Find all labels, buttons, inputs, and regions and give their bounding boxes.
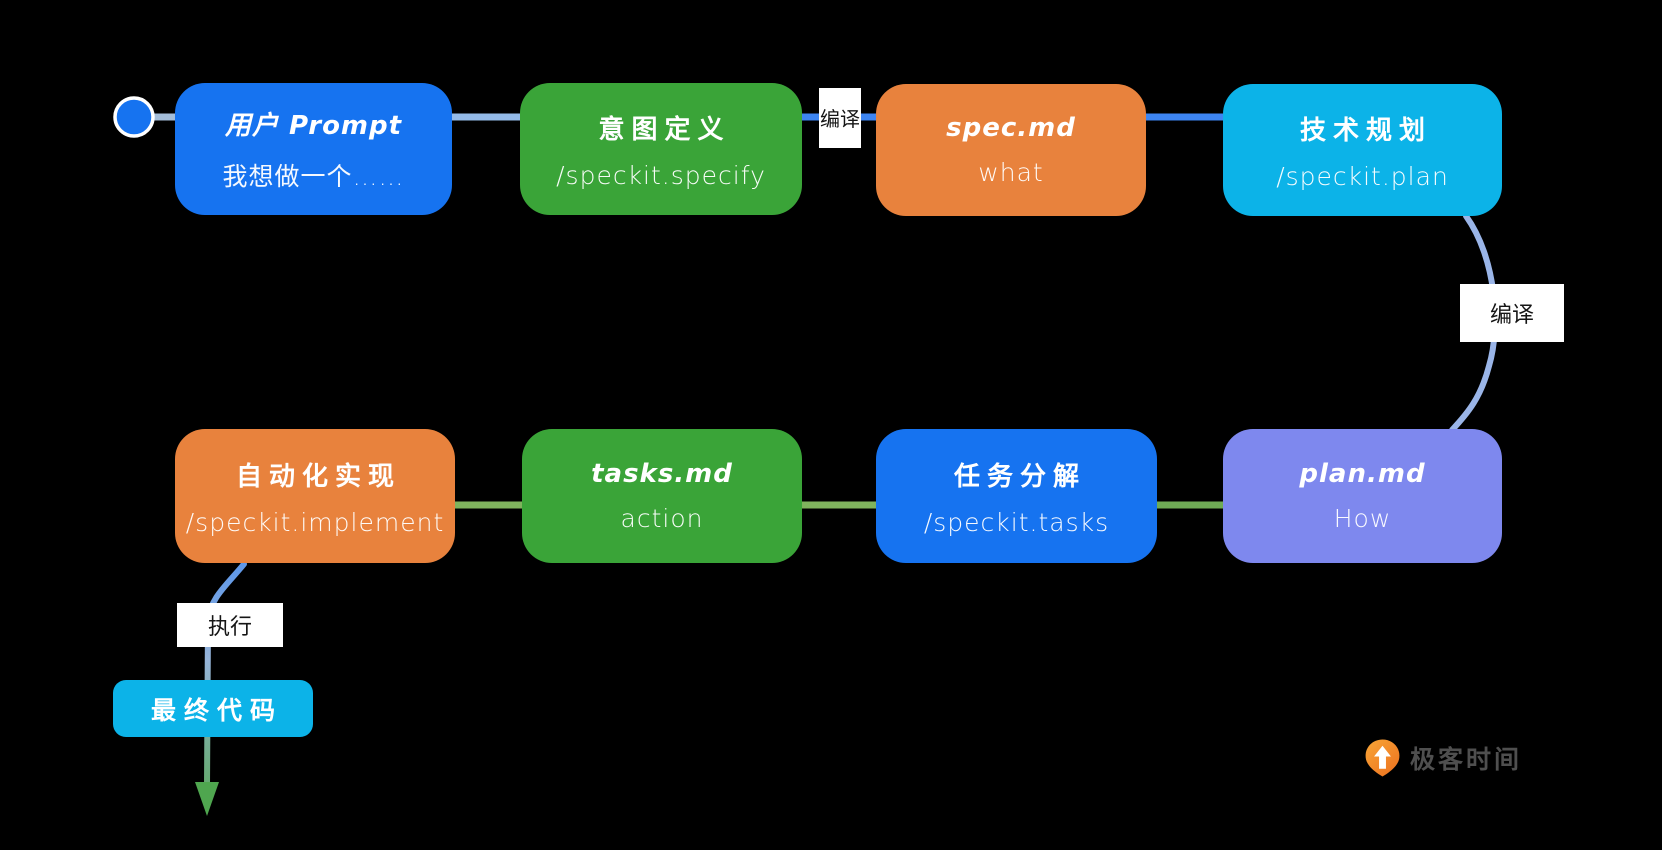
node-tech-plan: 技术规划 /speckit.plan (1223, 84, 1502, 216)
node-subtitle: /speckit.plan (1276, 161, 1449, 191)
geektime-pin-icon (1365, 739, 1400, 777)
node-title: 最终代码 (150, 695, 283, 725)
node-title: 技术规划 (1299, 115, 1432, 146)
edge-plan-to-planmd-curve (1449, 213, 1499, 433)
geektime-logo: 极客时间 (1364, 738, 1522, 778)
node-auto-implement: 自动化实现 /speckit.implement (175, 429, 455, 563)
node-subtitle: action (620, 504, 704, 533)
node-title: 用户 Prompt (224, 111, 403, 141)
edge-label-compile-top: 编译 (819, 88, 861, 148)
node-tasks-md: tasks.md action (522, 429, 802, 563)
node-final-code: 最终代码 (113, 680, 313, 737)
node-title: 任务分解 (953, 461, 1086, 492)
node-subtitle: /speckit.implement (185, 507, 445, 537)
node-title: plan.md (1299, 459, 1426, 489)
node-title: 自动化实现 (235, 461, 401, 492)
node-user-prompt: 用户 Prompt 我想做一个…… (175, 83, 452, 215)
edge-implement-to-final-code (204, 561, 247, 789)
node-subtitle: 我想做一个…… (222, 162, 405, 191)
edge-label-compile-right: 编译 (1460, 284, 1564, 342)
node-title: spec.md (946, 113, 1076, 143)
node-plan-md: plan.md How (1223, 429, 1502, 563)
node-subtitle: /speckit.tasks (923, 507, 1110, 537)
arrowhead-down-icon (195, 782, 219, 816)
start-node-circle (113, 96, 155, 138)
node-spec-md: spec.md what (876, 84, 1146, 216)
geektime-logo-text: 极客时间 (1410, 745, 1523, 774)
node-task-breakdown: 任务分解 /speckit.tasks (876, 429, 1157, 563)
node-intent-define: 意图定义 /speckit.specify (520, 83, 802, 215)
node-subtitle: /speckit.specify (556, 160, 766, 190)
node-title: 意图定义 (598, 114, 731, 145)
edge-label-execute: 执行 (177, 603, 283, 647)
node-subtitle: How (1333, 504, 1392, 533)
node-subtitle: what (978, 158, 1044, 187)
node-title: tasks.md (591, 459, 733, 489)
